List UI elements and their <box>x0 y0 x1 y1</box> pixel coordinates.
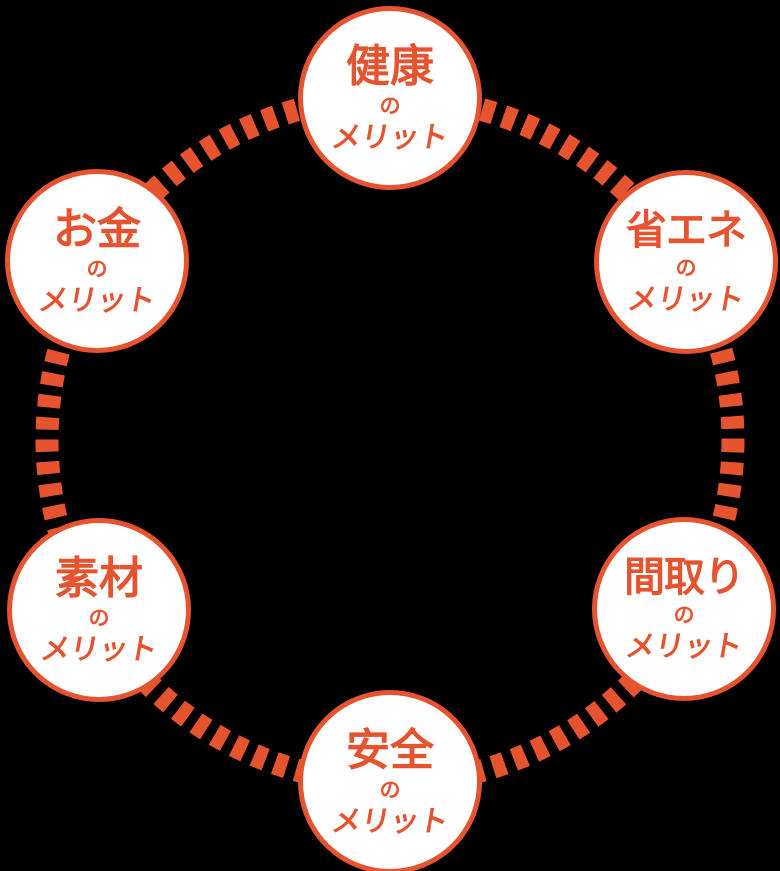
merit-label: メリット <box>38 631 161 666</box>
merit-label: メリット <box>623 629 746 663</box>
node-title: 間取り <box>624 553 745 601</box>
node-title: 健康 <box>346 40 434 92</box>
no-particle: の <box>379 93 401 118</box>
merit-label: メリット <box>625 282 748 316</box>
no-particle: の <box>673 603 695 627</box>
node-title: お金 <box>53 203 141 255</box>
merit-label: メリット <box>329 119 452 154</box>
no-particle: の <box>88 605 110 630</box>
node-health-merit[interactable]: 健康 の メリット <box>298 6 482 190</box>
node-title: 省エネ <box>626 206 747 254</box>
node-title: 安全 <box>346 724 434 776</box>
merit-label: メリット <box>329 803 452 838</box>
node-title: 素材 <box>55 552 143 604</box>
no-particle: の <box>379 777 401 802</box>
no-particle: の <box>675 256 697 280</box>
node-floor-plan-merit[interactable]: 間取り の メリット <box>592 517 776 701</box>
node-money-merit[interactable]: お金 の メリット <box>5 169 189 353</box>
node-materials-merit[interactable]: 素材 の メリット <box>7 518 191 702</box>
merit-label: メリット <box>36 282 159 317</box>
node-safety-merit[interactable]: 安全 の メリット <box>298 690 482 871</box>
no-particle: の <box>86 256 108 281</box>
node-energy-saving-merit[interactable]: 省エネ の メリット <box>594 170 778 354</box>
